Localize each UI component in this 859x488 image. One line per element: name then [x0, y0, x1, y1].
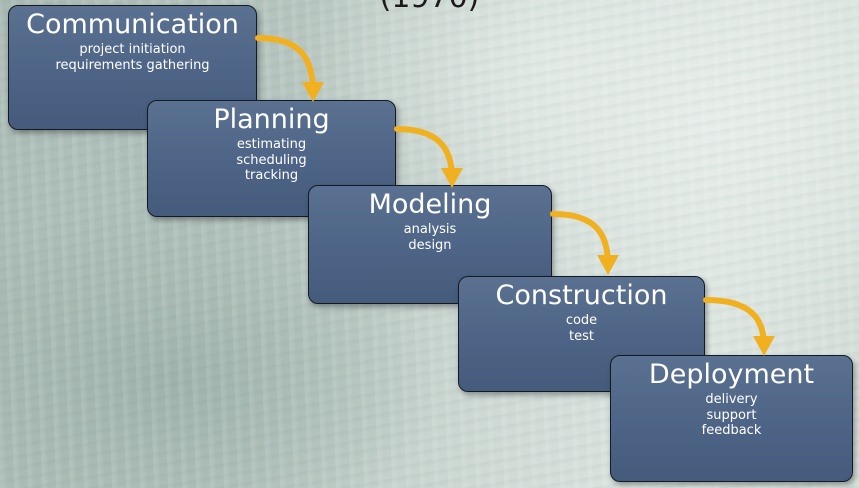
phase-task: support [706, 407, 757, 423]
phase-task: delivery [705, 392, 758, 407]
phase-name: Deployment [648, 359, 815, 390]
phase-name: Construction [495, 280, 668, 311]
phase-task: design [408, 237, 452, 253]
phase-communication: Communication project initiation require… [8, 5, 257, 130]
phase-task: test [569, 328, 594, 344]
phase-task: estimating [236, 137, 307, 152]
phase-name: Modeling [368, 189, 492, 220]
phase-task: project initiation [79, 42, 186, 57]
phase-task: tracking [244, 168, 299, 183]
phase-deployment: Deployment delivery support feedback [610, 355, 853, 482]
phase-task: analysis [403, 222, 457, 237]
phase-task: code [565, 313, 598, 328]
phase-task: requirements gathering [55, 57, 210, 73]
arrowhead-icon [597, 255, 619, 275]
arrowhead-icon [441, 168, 463, 188]
phase-name: Communication [26, 9, 239, 40]
phase-task: feedback [701, 423, 762, 438]
arrowhead-icon [753, 336, 775, 356]
arrowhead-icon [302, 82, 324, 102]
phase-name: Planning [213, 104, 330, 135]
phase-task: scheduling [236, 152, 307, 168]
diagram-title: (1970) [0, 0, 859, 15]
